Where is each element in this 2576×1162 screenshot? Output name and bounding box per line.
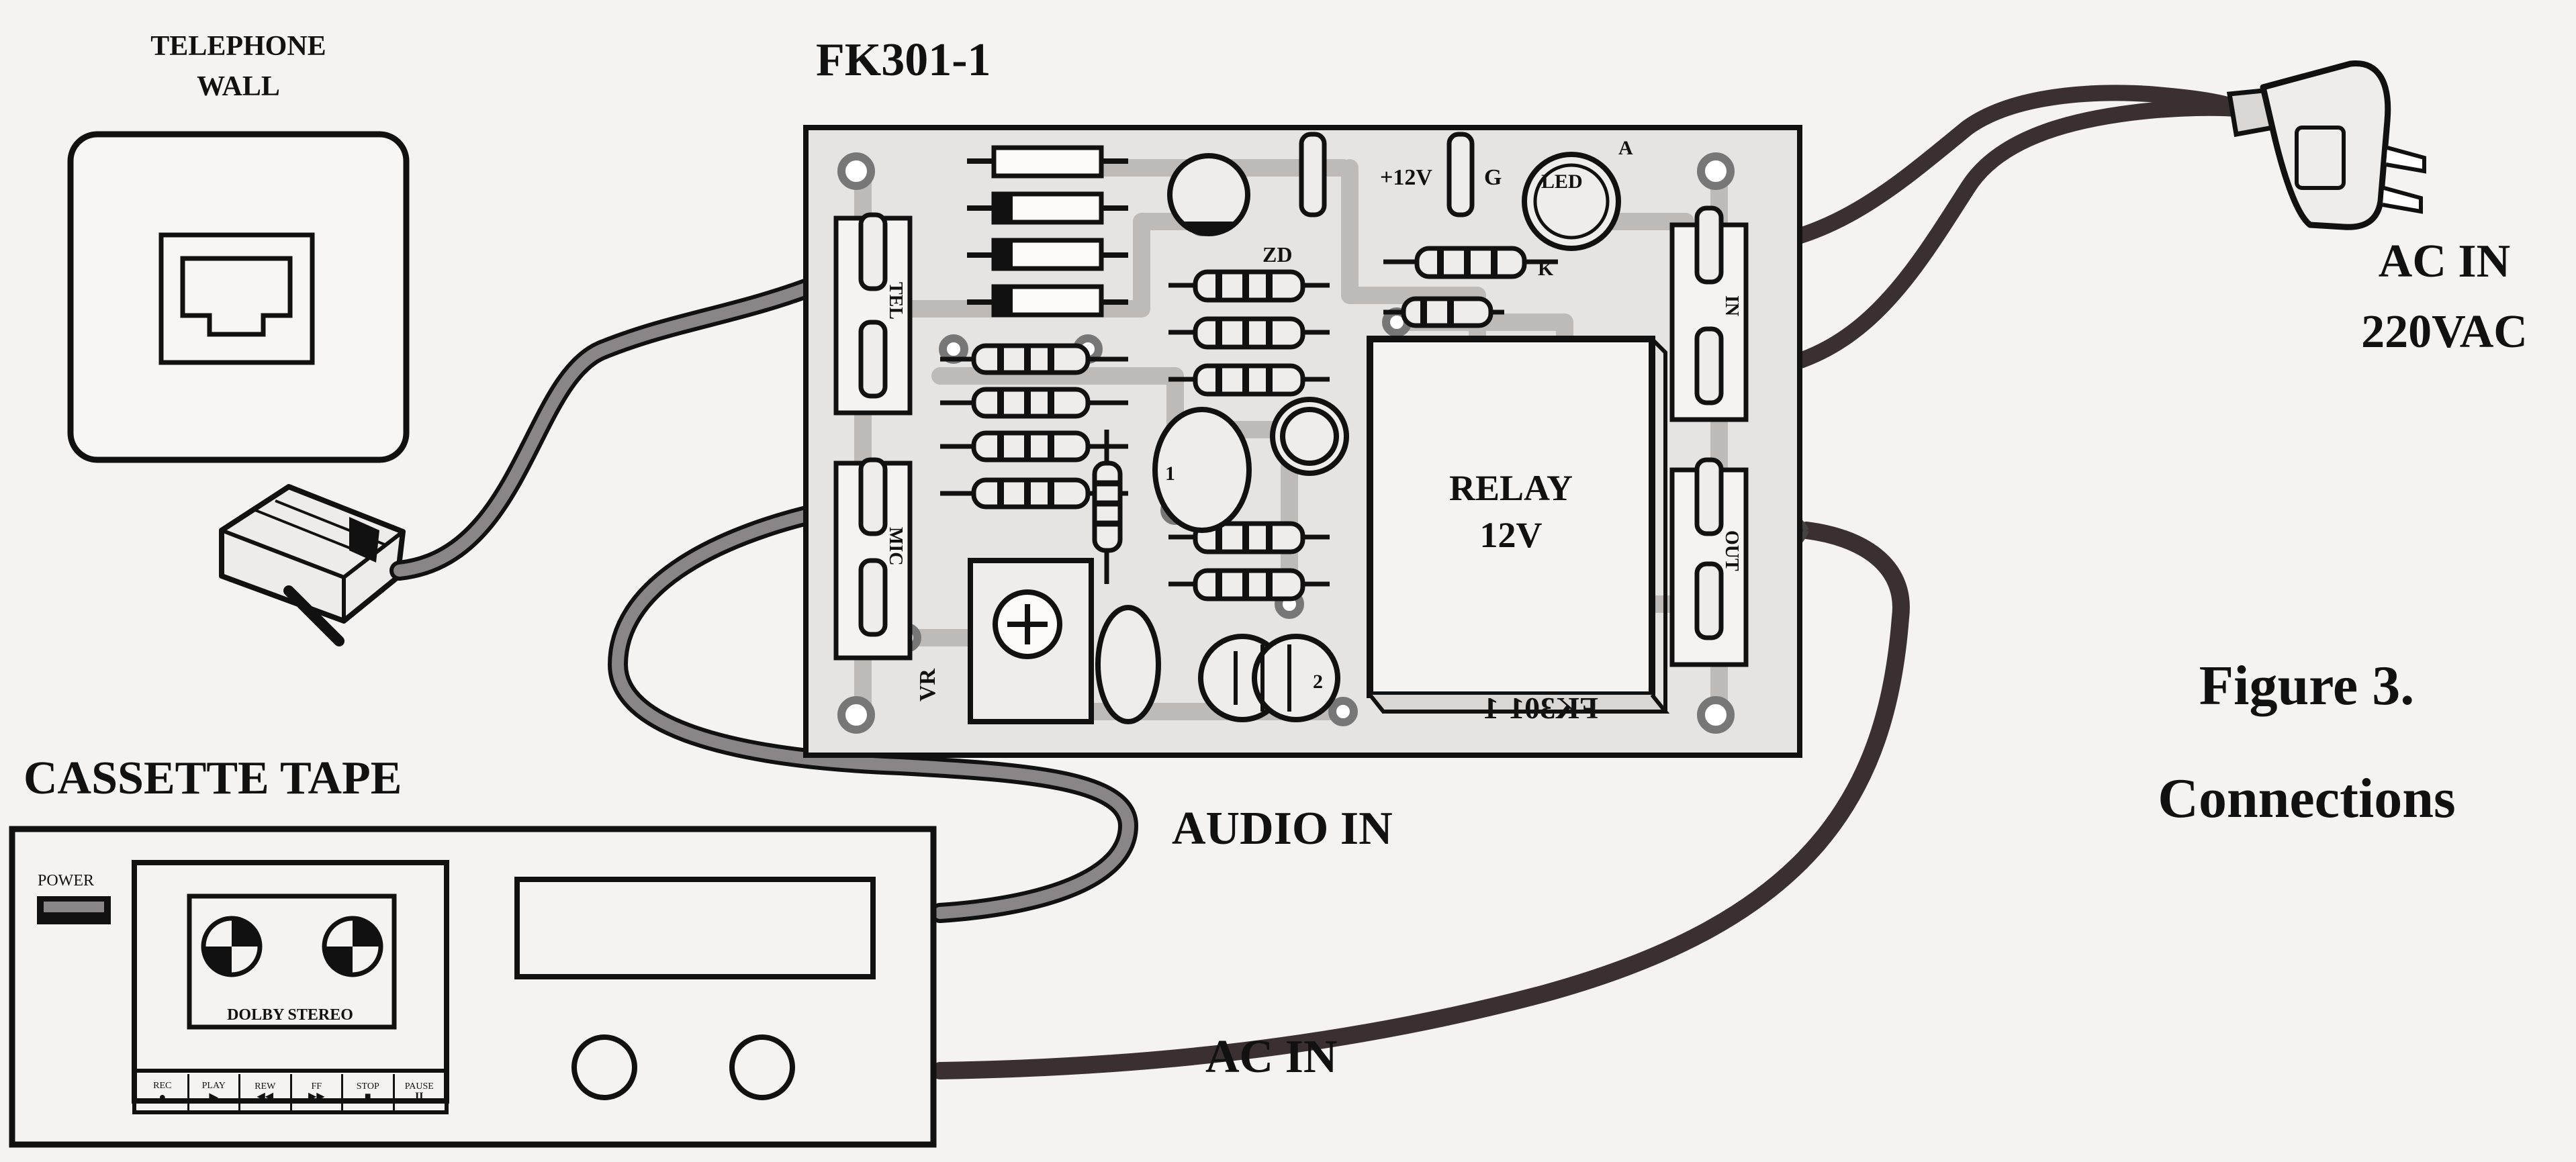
display-window — [514, 877, 876, 979]
transport-button-ff: FF ▶▶ — [292, 1074, 343, 1110]
tape-reel-right-icon — [322, 916, 383, 977]
knob-right — [729, 1034, 795, 1100]
transport-label: PAUSE — [404, 1081, 434, 1092]
pcb-silk-mirrored: FK301-1 — [1483, 691, 1598, 725]
resistor-array-right — [1383, 246, 1558, 328]
audio-in-label: AUDIO IN — [1172, 803, 1393, 855]
terminal-in — [1669, 205, 1749, 422]
transport-buttons: REC ● PLAY ▶ REW ◀◀ FF ▶▶ STOP ■ PAUSE I… — [138, 1074, 444, 1110]
power-label: POWER — [38, 872, 94, 889]
relay-12v — [1367, 336, 1670, 714]
transport-label: FF — [311, 1081, 322, 1092]
resistor-array-center — [1092, 269, 1330, 601]
cassette-tape-label: CASSETTE TAPE — [24, 753, 402, 804]
pcb-pin-2: 2 — [1313, 671, 1323, 693]
ac-out-cable — [931, 522, 1910, 1079]
terminal-out — [1669, 457, 1749, 667]
ac-in-mains-label: AC IN — [2378, 236, 2511, 287]
relay-label-line1: RELAY — [1449, 468, 1573, 508]
pcb-label-in: IN — [1721, 295, 1742, 316]
transport-button-rec: REC ● — [138, 1074, 189, 1110]
telephone-wall-label-line2: WALL — [197, 71, 280, 102]
led-icon — [1522, 152, 1621, 251]
cassette-deck — [9, 826, 937, 1148]
relay-label-line2: 12V — [1480, 515, 1543, 555]
figure-title: Figure 3. — [2199, 655, 2415, 717]
pcb-label-vr: VR — [915, 668, 940, 701]
transistors — [1198, 634, 1340, 722]
cables — [389, 85, 2244, 1079]
terminal-tel — [833, 212, 913, 416]
play-icon: ▶ — [209, 1090, 219, 1104]
ac-mains-cable-1 — [1711, 85, 2244, 256]
dolby-stereo-label: DOLBY STEREO — [227, 1006, 353, 1024]
board-name: FK301-1 — [816, 34, 991, 86]
ac-in-cassette-label: AC IN — [1205, 1031, 1338, 1083]
pcb-label-out: OUT — [1721, 530, 1742, 571]
pcb-pin-1: 1 — [1165, 463, 1175, 485]
transport-button-pause: PAUSE II — [395, 1074, 445, 1110]
capacitors — [1095, 153, 1349, 724]
transport-label: REW — [255, 1081, 276, 1092]
pcb-label-zd: ZD — [1262, 242, 1292, 267]
telephone-wall-socket — [67, 131, 410, 463]
mains-plug-icon — [2226, 60, 2426, 230]
transport-button-rew: REW ◀◀ — [240, 1074, 292, 1110]
knob-left — [571, 1034, 637, 1100]
pcb-label-anode: A — [1618, 137, 1633, 159]
pcb-label-led: LED — [1541, 171, 1583, 193]
diode-array — [967, 145, 1128, 318]
pause-icon: II — [415, 1091, 424, 1102]
record-icon: ● — [158, 1090, 167, 1104]
resistor-array-left — [940, 343, 1128, 510]
rewind-icon: ◀◀ — [257, 1091, 274, 1102]
transport-label: PLAY — [201, 1081, 226, 1091]
transport-button-play: PLAY ▶ — [189, 1074, 240, 1110]
pcb-label-mic: MIC — [885, 527, 906, 566]
stop-icon: ■ — [364, 1091, 371, 1102]
figure-subtitle: Connections — [2158, 767, 2456, 830]
rj11-plug-icon — [219, 484, 406, 646]
pcb-label-12v: +12V — [1380, 165, 1432, 190]
pcb-label-g: G — [1484, 165, 1502, 190]
transport-label: STOP — [356, 1081, 379, 1092]
pcb-label-tel: TEL — [885, 282, 906, 320]
terminal-mic — [833, 457, 913, 661]
power-posts — [1299, 132, 1475, 217]
trimmer-pot-vr — [968, 558, 1094, 724]
tape-reel-left-icon — [201, 916, 263, 977]
transport-button-stop: STOP ■ — [343, 1074, 395, 1110]
transport-label: REC — [153, 1081, 172, 1091]
pcb-label-cathode: K — [1538, 258, 1554, 280]
fast-forward-icon: ▶▶ — [308, 1091, 325, 1102]
telephone-wall-label-line1: TELEPHONE — [150, 31, 326, 62]
ac-mains-cable-2 — [1711, 99, 2244, 381]
mains-voltage-label: 220VAC — [2361, 306, 2528, 358]
pcb-board: +12V G LED A K ZD RELAY 12V VR TEL MIC I… — [803, 125, 1802, 758]
